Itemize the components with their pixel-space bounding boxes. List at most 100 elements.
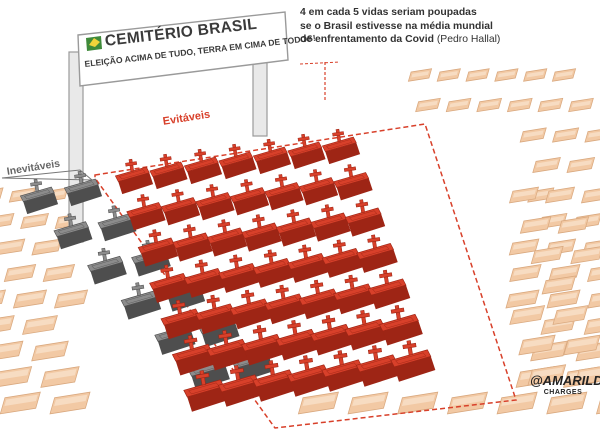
grave	[397, 391, 439, 415]
grave	[505, 289, 540, 309]
grave	[546, 391, 588, 415]
avoidable-coffin	[263, 284, 307, 325]
grave	[523, 68, 548, 82]
grave	[347, 391, 389, 415]
avoidable-coffin	[367, 269, 411, 310]
avoidable-coffin	[218, 143, 257, 180]
empty-graves	[0, 68, 600, 415]
avoidable-coffin	[310, 204, 351, 242]
avoidable-coffin	[229, 179, 270, 216]
grave	[566, 157, 596, 173]
quote-author: (Pedro Hallal)	[436, 34, 501, 45]
avoidable-coffin	[183, 148, 223, 185]
grave	[551, 68, 577, 82]
grave	[508, 238, 540, 256]
grave	[519, 127, 547, 143]
grave	[508, 186, 540, 204]
grave	[407, 68, 433, 82]
avoidable-coffin	[149, 264, 191, 303]
grave	[0, 366, 33, 388]
avoidable-coffin	[286, 355, 332, 397]
signature-name: @AMARILDO	[530, 373, 600, 388]
grave	[587, 289, 600, 309]
grave	[587, 264, 600, 282]
grave	[415, 97, 441, 113]
avoidable-coffin	[356, 234, 398, 273]
avoidable-coffin	[309, 314, 354, 356]
grave	[527, 364, 567, 386]
grave	[53, 289, 89, 309]
grave	[546, 289, 581, 309]
avoidable-coffin	[114, 158, 154, 195]
grave	[544, 186, 576, 204]
avoidable-coffin	[321, 350, 367, 392]
avoidable-coffin	[149, 153, 188, 190]
quote-line: 4 em cada 5 vidas seriam poupadas	[300, 7, 477, 18]
avoidable-area-border	[94, 123, 518, 429]
grave	[0, 289, 7, 309]
avoidable-coffin	[252, 138, 292, 175]
grave	[12, 289, 48, 309]
grave	[506, 97, 533, 113]
avoidable-coffin	[172, 224, 213, 262]
avoidable-coffin	[321, 239, 364, 278]
grave	[0, 238, 26, 256]
grave	[31, 238, 63, 256]
grave	[552, 127, 580, 143]
avoidable-coffin	[183, 259, 226, 298]
grave	[574, 364, 600, 386]
grave	[20, 212, 50, 230]
grave	[568, 97, 594, 113]
quote-line: de enfrentamento da Covid (Pedro Hallal)	[300, 33, 590, 47]
grave	[557, 216, 590, 234]
inevitable-coffin	[97, 205, 137, 242]
avoidable-coffin	[137, 229, 179, 267]
grave	[570, 245, 600, 265]
grave	[31, 340, 69, 362]
grave	[518, 334, 556, 356]
avoidable-coffin	[287, 244, 329, 283]
artist-signature: @AMARILDO CHARGES	[530, 373, 600, 396]
grave	[595, 391, 600, 415]
avoidable-coffin	[298, 169, 339, 206]
grave	[552, 305, 589, 325]
avoidable-coffin	[298, 279, 342, 320]
signature-sub: CHARGES	[543, 389, 583, 396]
avoidable-coffin	[160, 189, 201, 226]
grave	[0, 212, 15, 230]
avoidable-coffin	[206, 329, 251, 371]
grave	[446, 391, 488, 415]
grave	[0, 187, 4, 203]
avoidable-coffin	[344, 199, 386, 237]
grave	[22, 315, 58, 335]
grave	[532, 157, 561, 173]
grave	[297, 391, 339, 415]
grave	[563, 334, 600, 356]
avoidable-coffin	[126, 194, 166, 231]
grave	[0, 315, 15, 335]
inevitable-coffin	[87, 247, 127, 285]
grave	[445, 97, 472, 113]
grave	[436, 68, 461, 82]
grave	[530, 245, 564, 265]
grave	[42, 264, 76, 282]
grave	[519, 216, 552, 234]
avoidable-coffin	[194, 294, 238, 335]
grave	[494, 68, 519, 82]
avoidable-coffin	[332, 274, 376, 315]
inevitable-area-border	[1, 169, 94, 181]
grave	[465, 68, 490, 82]
inevitable-coffin	[120, 282, 162, 320]
avoidable-coffin	[275, 319, 320, 361]
avoidable-coffin	[321, 128, 361, 165]
grave	[3, 264, 37, 282]
avoidable-coffin	[195, 184, 235, 221]
grave	[509, 305, 546, 325]
grave	[49, 391, 91, 415]
avoidable-coffin	[206, 219, 248, 257]
quote-line-text: de enfrentamento da Covid	[300, 34, 434, 45]
brazil-flag-icon	[86, 36, 102, 51]
grave	[40, 366, 80, 388]
avoidable-coffin	[390, 340, 436, 382]
